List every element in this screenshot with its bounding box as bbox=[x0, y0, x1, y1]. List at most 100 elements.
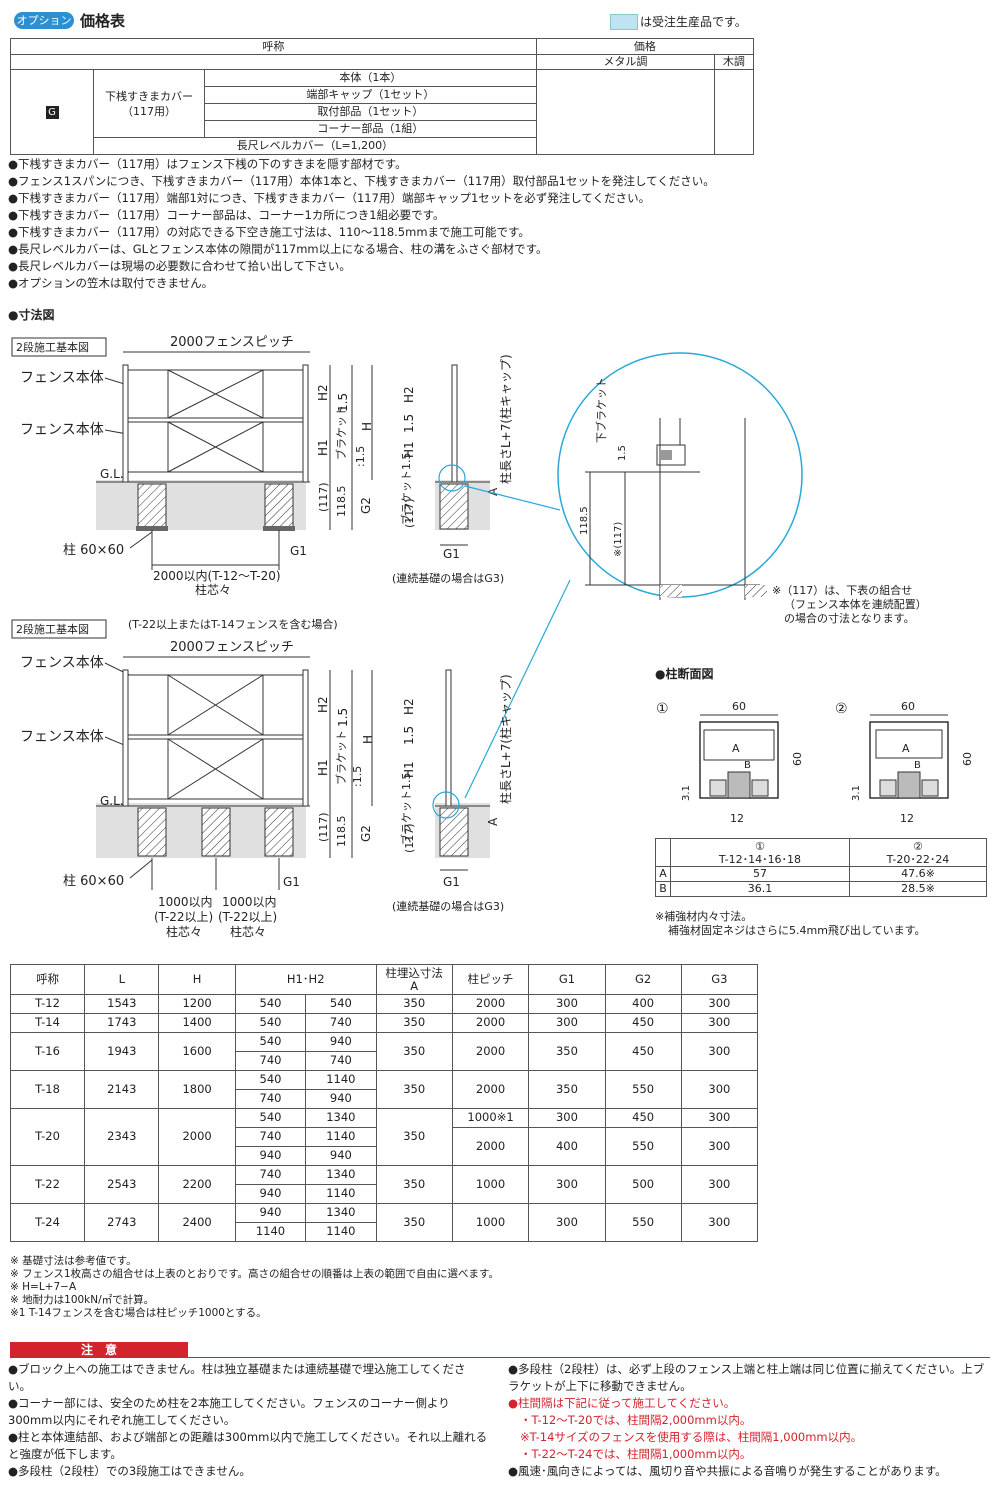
d2-h1: H1 bbox=[316, 759, 330, 776]
sec1-h: 60 bbox=[791, 752, 804, 766]
sec-row-key: B bbox=[655, 881, 671, 897]
caution-red: ・T-12〜T-20では、柱間隔2,000mm以内。 bbox=[520, 1413, 752, 1427]
cell: T-12 bbox=[9, 994, 86, 1014]
s2-g1: G1 bbox=[443, 875, 460, 889]
d1-gl: G.L. bbox=[100, 467, 124, 481]
th: L bbox=[84, 964, 160, 995]
cell: 350 bbox=[375, 1203, 453, 1242]
s1-117: (117) bbox=[403, 498, 416, 528]
code-badge: G bbox=[45, 106, 59, 119]
detail-note1: ※（117）は、下表の組合せ bbox=[772, 583, 912, 597]
d2-span-b3: 柱芯々 bbox=[230, 924, 266, 939]
caution-item: ●多段柱（2段柱）での3段施工はできません。 bbox=[8, 1464, 251, 1478]
cell: 2400 bbox=[158, 1203, 236, 1242]
d2-span-a1: 1000以内 bbox=[158, 895, 213, 909]
d2-fence1: フェンス本体 bbox=[20, 655, 104, 671]
cell: 300 bbox=[680, 1203, 759, 1242]
cell: 300 bbox=[528, 994, 606, 1014]
cell: 350 bbox=[528, 1032, 606, 1071]
cell: 350 bbox=[528, 1070, 606, 1109]
sec2-s: 12 bbox=[900, 812, 914, 825]
d1-span2: 柱芯々 bbox=[195, 582, 231, 597]
cell: 350 bbox=[375, 994, 453, 1014]
sec1-w: 60 bbox=[732, 700, 746, 713]
cell: 940 bbox=[305, 1089, 377, 1109]
note: ●長尺レベルカバーは、GLとフェンス本体の隙間が117mm以上になる場合、柱の溝… bbox=[8, 242, 548, 256]
sec1-t: 3.1 bbox=[681, 785, 692, 801]
d2-span-b2: (T-22以上) bbox=[218, 910, 277, 924]
th: 柱埋込寸法 bbox=[385, 965, 443, 980]
cell: 350 bbox=[375, 1165, 453, 1204]
d1-g2: G2 bbox=[359, 497, 373, 514]
sec2-w: 60 bbox=[901, 700, 915, 713]
col-wood: 木調 bbox=[713, 54, 755, 70]
cell: 1543 bbox=[84, 994, 160, 1014]
detail-note2: （フェンス本体を連続配置） bbox=[784, 597, 927, 611]
col-price: 価格 bbox=[535, 38, 755, 55]
sec-cell: 47.6※ bbox=[848, 866, 988, 882]
d2-g1: G1 bbox=[283, 875, 300, 889]
item-long: 長尺レベルカバー（L=1,200） bbox=[93, 137, 537, 155]
s2-d15: 1.5 bbox=[402, 726, 416, 745]
cell: T-16 bbox=[9, 1032, 86, 1071]
sec1-s: 12 bbox=[730, 812, 744, 825]
d1-d15b: :1.5 bbox=[354, 446, 367, 467]
cell: 1140 bbox=[305, 1222, 377, 1242]
d2-post: 柱 60×60 bbox=[63, 874, 124, 889]
cell: 400 bbox=[528, 1127, 606, 1166]
sec1-a: A bbox=[732, 742, 740, 755]
sec-cell: 57 bbox=[670, 866, 850, 882]
th: G2 bbox=[604, 964, 682, 995]
item-body: 本体（1本） bbox=[204, 69, 537, 87]
dimension-title: ●寸法図 bbox=[8, 308, 55, 322]
cell: 350 bbox=[375, 1013, 453, 1033]
th: H1･H2 bbox=[234, 964, 377, 995]
cell: 450 bbox=[604, 1032, 682, 1071]
cell: T-24 bbox=[9, 1203, 86, 1242]
d2-sub: (T-22以上またはT-14フェンスを含む場合) bbox=[128, 617, 338, 631]
d2-gl: G.L. bbox=[100, 794, 124, 808]
sec-n1: ① bbox=[656, 701, 669, 717]
th: 呼称 bbox=[9, 964, 86, 995]
cell: 400 bbox=[604, 994, 682, 1014]
footnote: ※ フェンス1枚高さの組合せは上表のとおりです。高さの組合せの順番は上表の範囲で… bbox=[10, 1268, 500, 1280]
cell: 2000 bbox=[158, 1108, 236, 1166]
d1-fence1: フェンス本体 bbox=[20, 370, 104, 386]
d2-h2: H2 bbox=[316, 696, 330, 713]
cell: 1340 bbox=[305, 1108, 377, 1128]
price-table: 呼称価格 メタル調木調 G 下桟すきまカバー（117用） 本体（1本） 端部キャ… bbox=[10, 38, 755, 155]
s1-postlen: 柱長さL+7(柱キャップ) bbox=[498, 354, 513, 484]
note: ●下桟すきまカバー（117用）コーナー部品は、コーナー1カ所につき1組必要です。 bbox=[8, 208, 445, 222]
cell: 1140 bbox=[234, 1222, 307, 1242]
note: ●フェンス1スパンにつき、下桟すきまカバー（117用）本体1本と、下桟すきまカバ… bbox=[8, 174, 715, 188]
cell: 350 bbox=[375, 1108, 453, 1166]
note: ●下桟すきまカバー（117用）端部1対につき、下桟すきまカバー（117用）端部キ… bbox=[8, 191, 651, 205]
cell: 1943 bbox=[84, 1032, 160, 1071]
note: ●下桟すきまカバー（117用）の対応できる下空き施工寸法は、110〜118.5m… bbox=[8, 225, 530, 239]
d2-span-a2: (T-22以上) bbox=[154, 910, 213, 924]
note: ●長尺レベルカバーは現場の必要数に合わせて拾い出して下さい。 bbox=[8, 259, 351, 273]
cell: T-14 bbox=[9, 1013, 86, 1033]
d2-span-b1: 1000以内 bbox=[222, 895, 277, 909]
cell: 940 bbox=[234, 1203, 307, 1223]
caution-red: ・T-22〜T-24では、柱間隔1,000mm以内。 bbox=[520, 1447, 752, 1461]
d2-fence2: フェンス本体 bbox=[20, 729, 104, 745]
sec2-t: 3.1 bbox=[851, 785, 862, 801]
cell: 450 bbox=[604, 1108, 682, 1128]
cell: 940 bbox=[234, 1146, 307, 1166]
cell: T-22 bbox=[9, 1165, 86, 1204]
cell: 1140 bbox=[305, 1127, 377, 1147]
cell: T-18 bbox=[9, 1070, 86, 1109]
caution-item: ●ブロック上への施工はできません。柱は独立基礎または連続基礎で埋込施工してくださ… bbox=[8, 1362, 466, 1393]
d1-g1: G1 bbox=[290, 544, 307, 558]
dimension-drawings: 2段施工基本図 2000フェンスピッチ フェンス本体 フェンス本体 G.L. H… bbox=[11, 335, 974, 939]
cell: 2000 bbox=[451, 994, 530, 1014]
caution-item: ●コーナー部には、安全のため柱を2本施工してください。フェンスのコーナー側より3… bbox=[8, 1396, 450, 1427]
s2-postlen: 柱長さL+7(柱キャップ) bbox=[498, 674, 513, 804]
sec1-b: B bbox=[744, 760, 751, 771]
